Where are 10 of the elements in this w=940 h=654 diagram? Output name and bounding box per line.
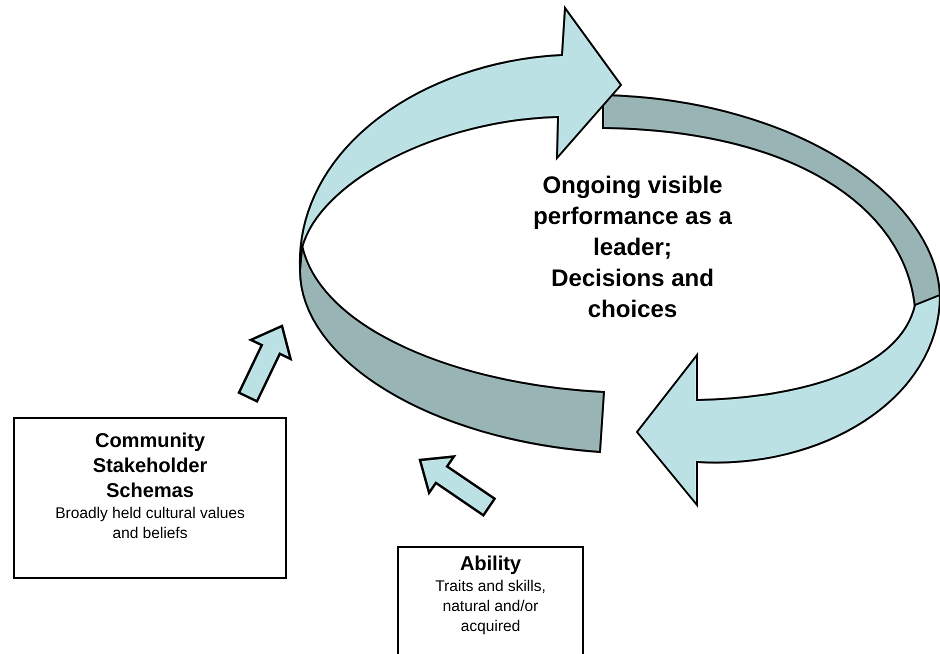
text-box (13, 417, 287, 579)
center-subheading: Decisions and choices (550, 264, 715, 325)
center-heading: Ongoing visible performance as a leader; (532, 171, 733, 263)
block-arrow (418, 454, 496, 518)
box-title: Community Stakeholder Schemas (92, 429, 208, 504)
box-description: Traits and skills, natural and/or acquired (434, 577, 547, 637)
block-arrow (237, 324, 292, 403)
box-title: Ability (458, 552, 522, 577)
box-description: Broadly held cultural values and beliefs (54, 504, 246, 544)
text-box (397, 546, 584, 654)
